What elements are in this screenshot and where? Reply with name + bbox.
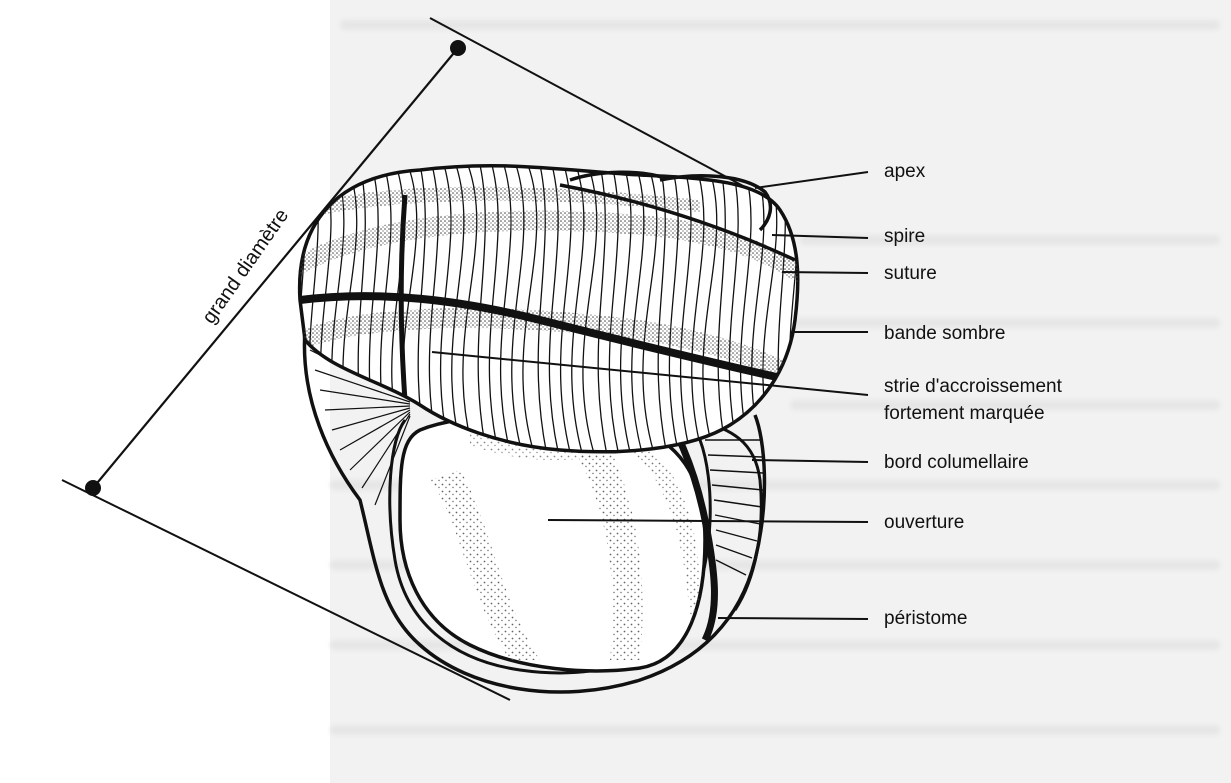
leader-bord-columellaire: [752, 460, 868, 462]
label-peristome: péristome: [884, 608, 967, 629]
label-group: apex spire suture bande sombre strie d'a…: [884, 161, 1063, 629]
label-bande-sombre: bande sombre: [884, 323, 1005, 344]
label-apex: apex: [884, 161, 926, 182]
label-strie-line2: fortement marquée: [884, 403, 1045, 424]
aperture: [400, 416, 705, 671]
label-spire: spire: [884, 226, 925, 247]
label-suture: suture: [884, 263, 937, 284]
spire-whorls: [298, 165, 800, 460]
leader-suture: [782, 272, 868, 273]
label-ouverture: ouverture: [884, 512, 964, 533]
leader-peristome: [718, 618, 868, 619]
dimension-label: grand diamètre: [198, 205, 293, 328]
dimension-bottom-dot: [85, 480, 101, 496]
label-strie-line1: strie d'accroissement: [884, 376, 1063, 397]
label-bord-columellaire: bord columellaire: [884, 452, 1029, 473]
leader-apex: [755, 172, 868, 188]
dimension-top-dot: [450, 40, 466, 56]
